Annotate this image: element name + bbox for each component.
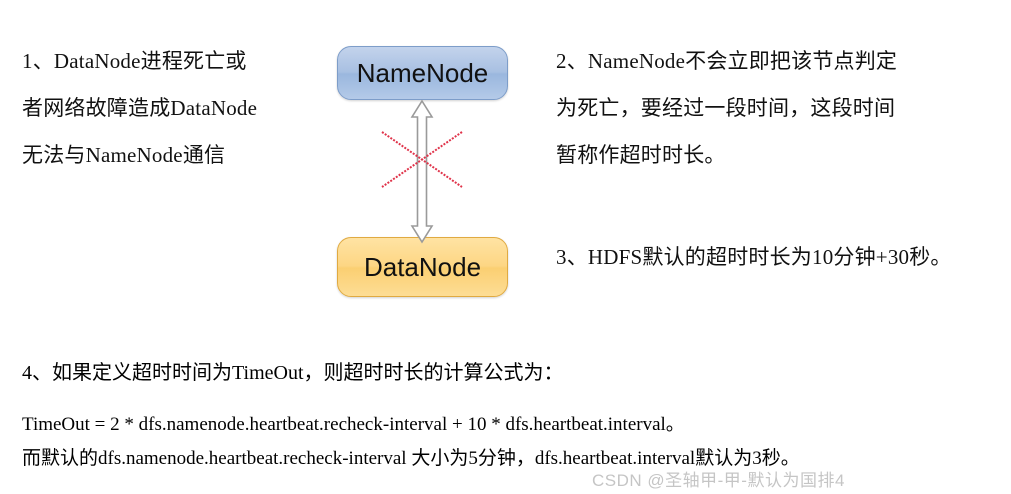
datanode-label: DataNode <box>363 251 482 282</box>
note-item-1: 1、DataNode进程死亡或 者网络故障造成DataNode 无法与NameN… <box>22 38 257 179</box>
hdfs-heartbeat-diagram: NameNode DataNode <box>320 35 520 310</box>
timeout-formula: TimeOut = 2 * dfs.namenode.heartbeat.rec… <box>22 410 685 440</box>
note-item-3-line-1: 3、HDFS默认的超时时长为10分钟+30秒。 <box>556 245 952 269</box>
note-item-1-line-3: 无法与NameNode通信 <box>22 143 226 167</box>
note-item-2-line-1: 2、NameNode不会立即把该节点判定 <box>556 49 898 73</box>
datanode-node[interactable]: DataNode <box>337 237 508 297</box>
timeout-formula-text: TimeOut = 2 * dfs.namenode.heartbeat.rec… <box>22 414 685 435</box>
note-item-1-line-1: 1、DataNode进程死亡或 <box>22 49 247 73</box>
note-item-2-line-2: 为死亡，要经过一段时间，这段时间 <box>556 96 896 120</box>
note-item-4: 4、如果定义超时时间为TimeOut，则超时时长的计算公式为： <box>22 356 564 390</box>
note-item-4-line-1: 4、如果定义超时时间为TimeOut，则超时时长的计算公式为： <box>22 362 564 384</box>
red-x-icon <box>381 131 463 188</box>
namenode-node[interactable]: NameNode <box>337 46 508 100</box>
note-item-2: 2、NameNode不会立即把该节点判定 为死亡，要经过一段时间，这段时间 暂称… <box>556 38 897 179</box>
namenode-label: NameNode <box>356 57 489 88</box>
note-item-3: 3、HDFS默认的超时时长为10分钟+30秒。 <box>556 234 952 281</box>
csdn-watermark: CSDN @圣轴甲-甲-默认为国排4 <box>592 471 845 490</box>
note-item-5: 而默认的dfs.namenode.heartbeat.recheck-inter… <box>22 444 800 474</box>
note-item-1-line-2: 者网络故障造成DataNode <box>22 96 258 120</box>
note-item-5-text: 而默认的dfs.namenode.heartbeat.recheck-inter… <box>22 448 800 469</box>
double-headed-arrow-icon <box>410 99 434 244</box>
note-item-2-line-3: 暂称作超时时长。 <box>556 143 726 167</box>
